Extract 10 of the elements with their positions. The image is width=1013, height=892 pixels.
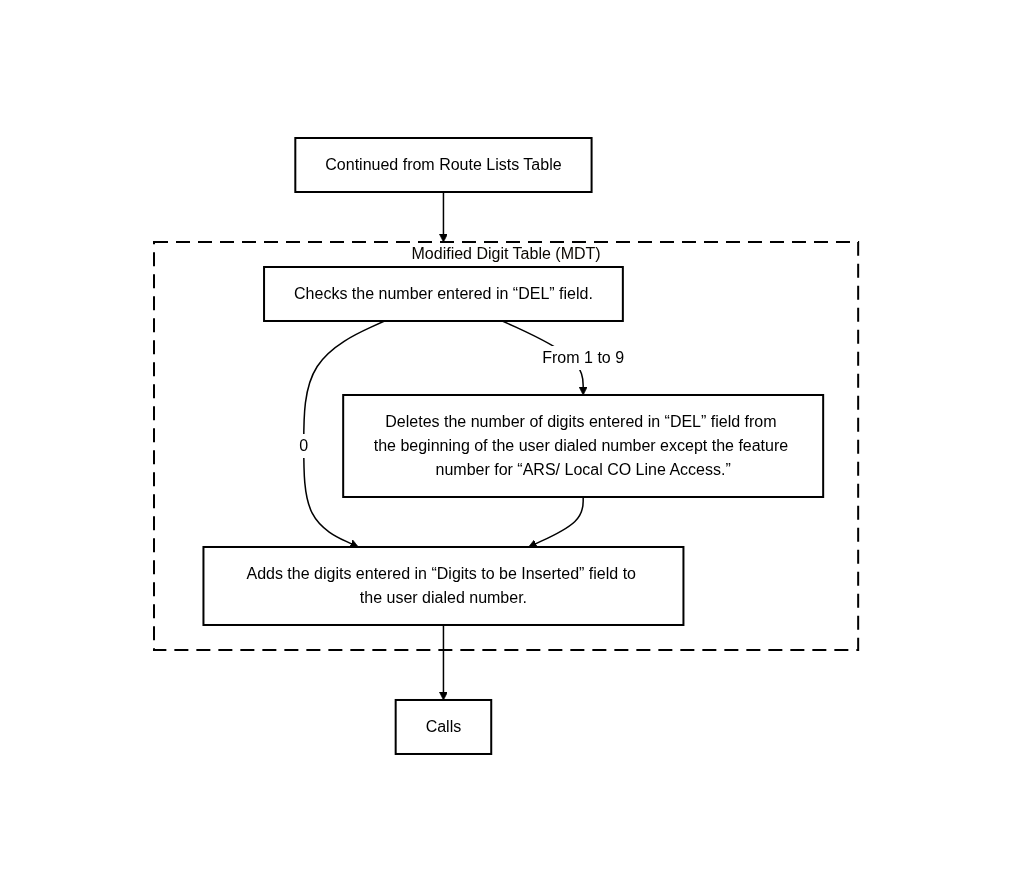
node-box: Checks the number entered in “DEL” field. <box>263 266 625 322</box>
node-box: Deletes the number of digits entered in “DEL” field from the beginning of the user dialed number except the feature number for “ARS/ Local CO Line Access.” <box>342 394 825 498</box>
edge-label: 0 <box>299 436 309 454</box>
edge-label: From 1 to 9 <box>542 348 625 366</box>
arrow <box>528 496 585 548</box>
arrow <box>439 624 449 701</box>
arrow <box>439 191 449 243</box>
node-box: Calls <box>395 699 493 755</box>
node-box: Continued from Route Lists Table <box>294 137 593 193</box>
node-box: Adds the digits entered in “Digits to be Inserted” field to the user dialed number. <box>202 546 685 626</box>
